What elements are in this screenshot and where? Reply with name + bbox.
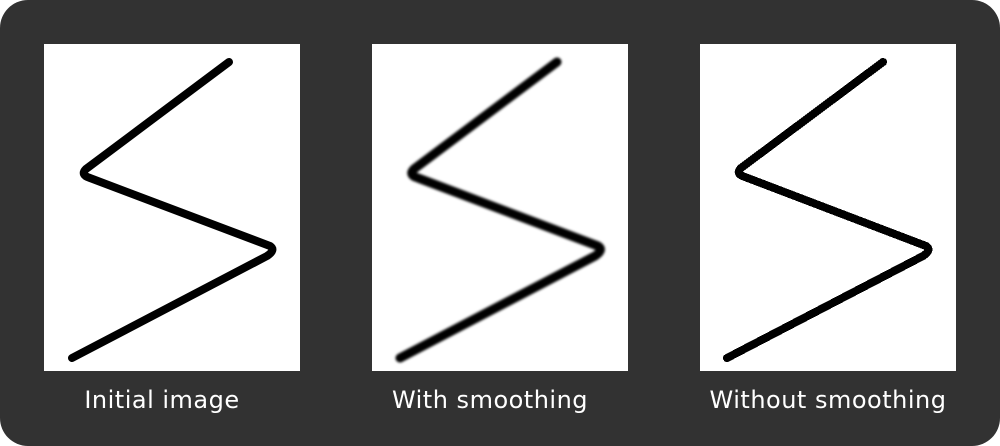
without-smoothing-caption: Without smoothing [709, 386, 947, 414]
initial-zigzag-drawing [68, 58, 277, 362]
unsmoothed-zigzag-drawing [723, 58, 933, 362]
smoothed-zigzag-drawing [395, 57, 605, 363]
smoothed-image-panel [372, 44, 628, 371]
unsmoothed-image-panel [700, 44, 956, 371]
initial-image-panel [44, 44, 300, 371]
initial-image-caption: Initial image [84, 386, 240, 414]
with-smoothing-caption: With smoothing [391, 386, 589, 414]
